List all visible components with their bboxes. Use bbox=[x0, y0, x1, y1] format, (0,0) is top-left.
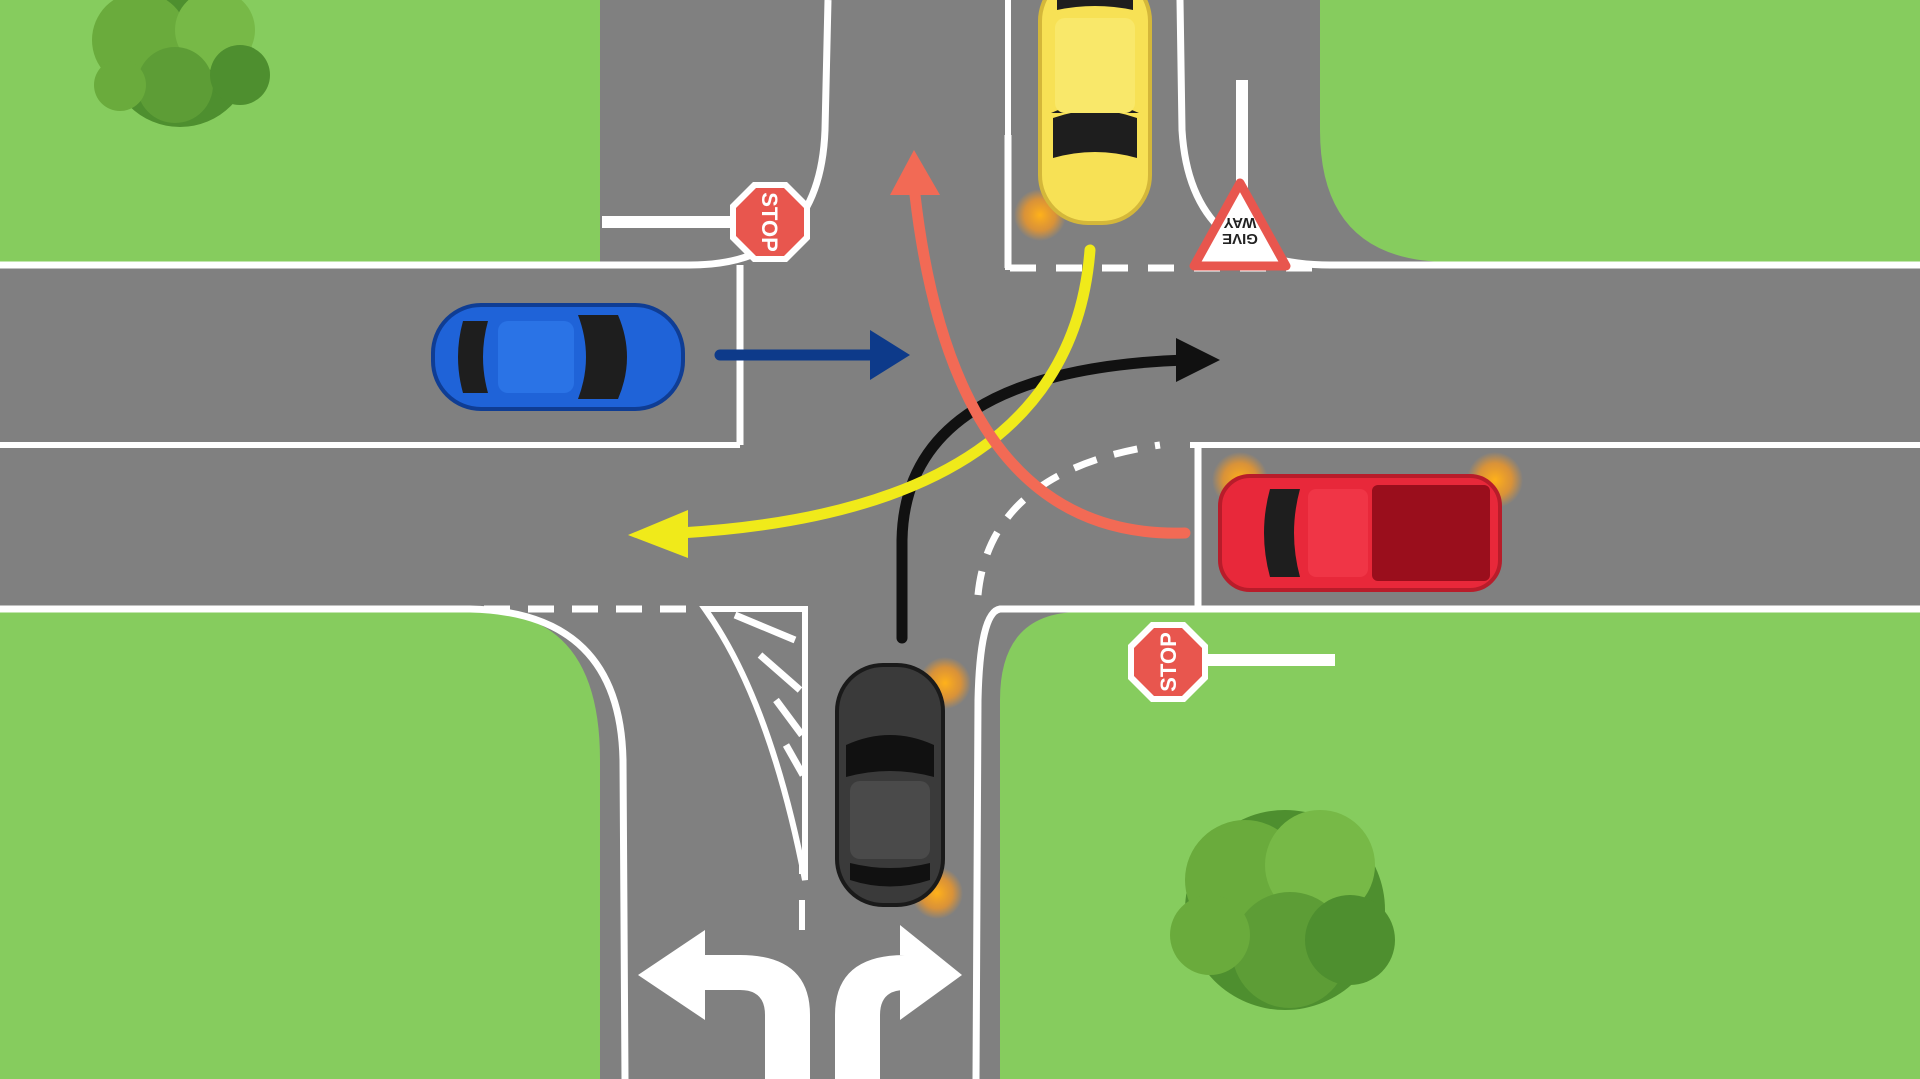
vehicle-paths bbox=[628, 150, 1220, 644]
stop-sign-icon: STOP bbox=[1128, 622, 1208, 702]
stop-sign-icon: STOP bbox=[730, 182, 810, 262]
turn-right-arrow-icon bbox=[835, 925, 962, 1079]
red-pickup bbox=[1218, 474, 1502, 592]
black-path bbox=[896, 338, 1220, 644]
turn-guide-dashed bbox=[974, 441, 1161, 596]
stop-sign-west-label: STOP bbox=[757, 192, 782, 252]
red-path bbox=[890, 150, 1191, 539]
tree-icon bbox=[92, 0, 270, 127]
blue-path bbox=[714, 330, 910, 380]
blue-car bbox=[431, 303, 685, 411]
give-way-sign-icon: GIVE WAY bbox=[1189, 178, 1291, 271]
turn-left-arrow-icon bbox=[638, 930, 810, 1079]
yellow-car bbox=[1038, 0, 1152, 225]
tree-icon bbox=[1170, 810, 1395, 1010]
black-car bbox=[835, 663, 945, 907]
stop-sign-south-label: STOP bbox=[1156, 632, 1181, 692]
yellow-path bbox=[628, 244, 1096, 558]
give-way-line1: GIVE bbox=[1222, 230, 1258, 247]
hatched-island bbox=[699, 606, 808, 881]
give-way-line2: WAY bbox=[1224, 214, 1257, 231]
